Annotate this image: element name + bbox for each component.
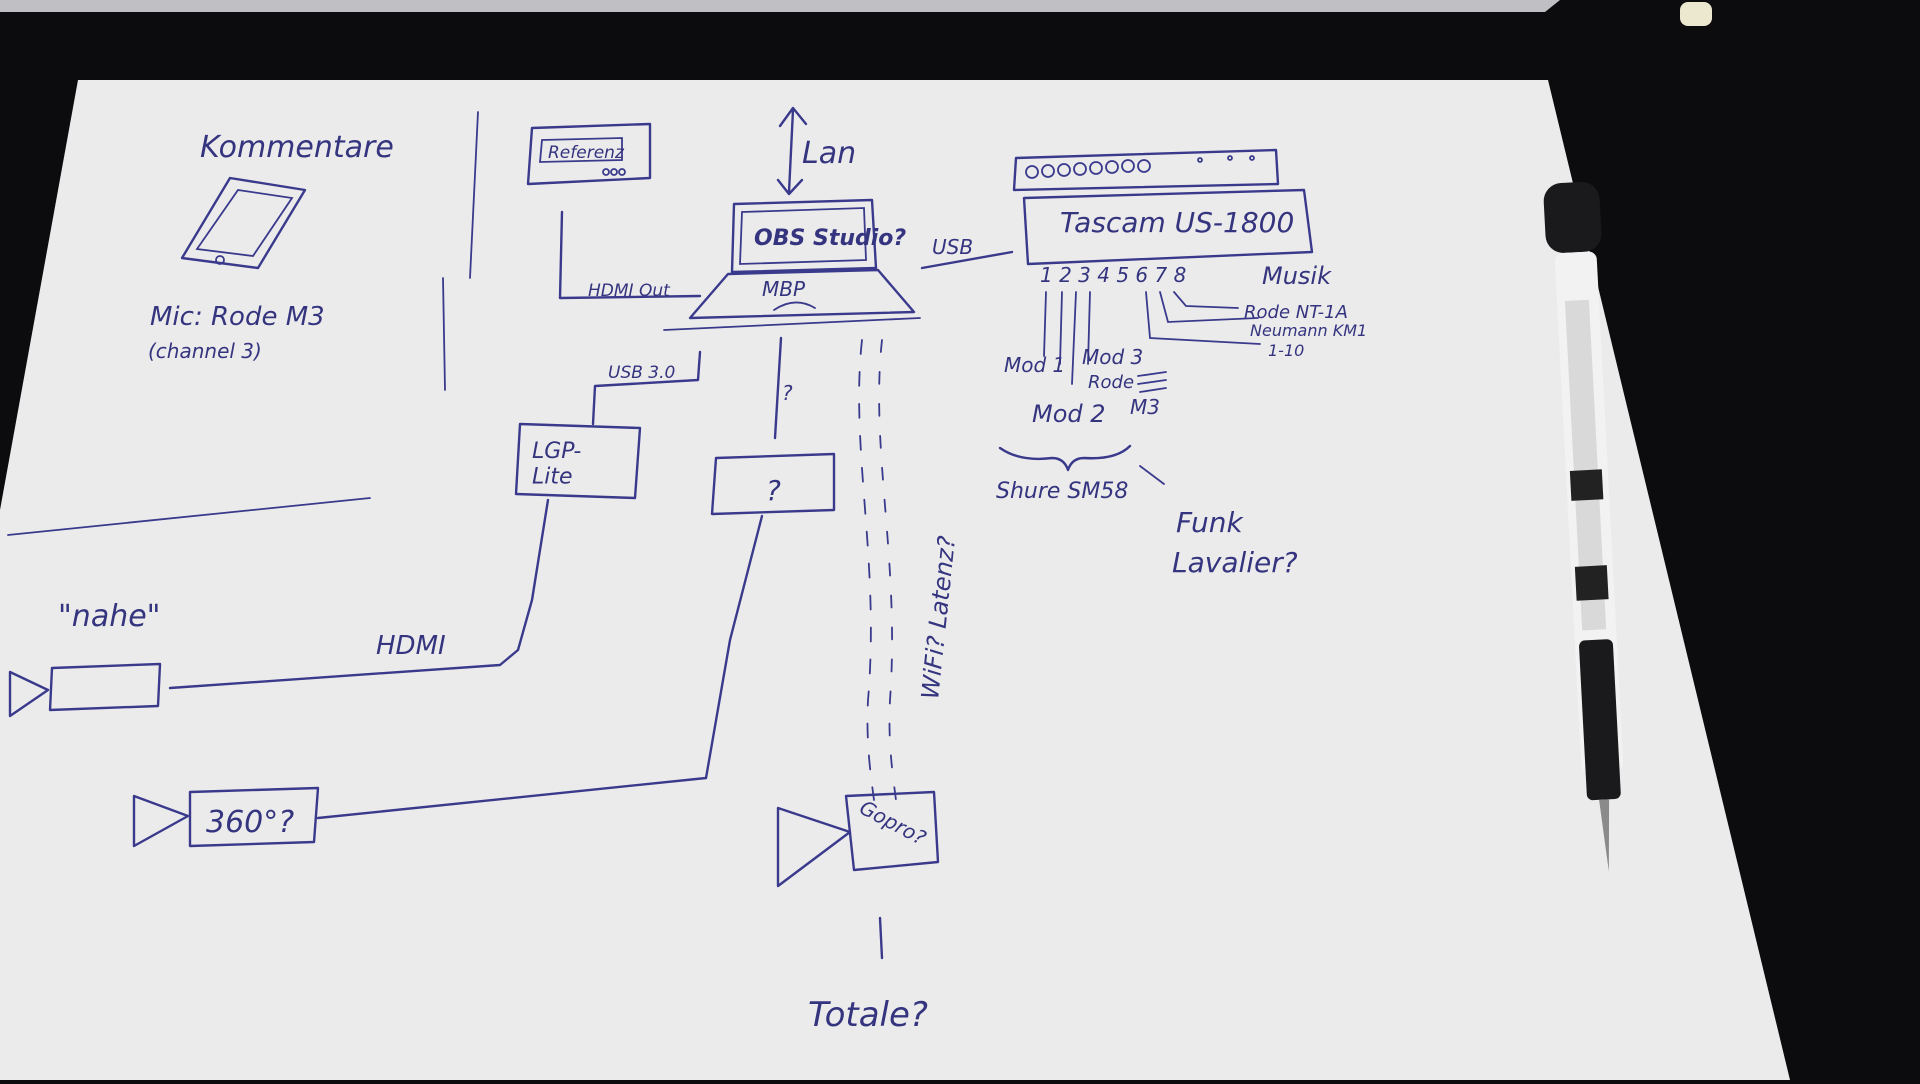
laptop-icon xyxy=(663,198,921,331)
usb30-line xyxy=(591,350,702,426)
reference-monitor xyxy=(526,122,652,186)
totale-line xyxy=(878,916,884,960)
usb30-label: USB 3.0 xyxy=(608,363,675,383)
rode-label: Rode xyxy=(1088,372,1134,393)
laptop-edge xyxy=(0,0,1560,12)
channel-numbers: 1 2 3 4 5 6 7 8 xyxy=(1040,263,1186,287)
tascam-label: Tascam US-1800 xyxy=(1060,206,1294,239)
input-rode-nt1a: Rode NT-1A xyxy=(1244,302,1348,323)
paper-sheet xyxy=(0,80,1790,1080)
input-neumann: Neumann KM1 xyxy=(1250,321,1367,340)
dotted-question-label: ? xyxy=(782,381,793,405)
channel-cables xyxy=(1043,291,1261,385)
lan-arrow xyxy=(776,106,808,196)
shure-brace xyxy=(998,444,1132,472)
pen-icon xyxy=(1543,181,1624,872)
camera-360 xyxy=(132,786,320,848)
obs-label: OBS Studio? xyxy=(754,226,906,251)
360-line xyxy=(316,514,764,820)
nahe-label: "nahe" xyxy=(58,599,160,634)
vertical-divider xyxy=(442,111,479,391)
funk-label: Funk xyxy=(1176,506,1244,539)
shure-label: Shure SM58 xyxy=(996,479,1128,504)
input-range: 1-10 xyxy=(1268,341,1304,360)
hdmi-label: HDMI xyxy=(376,631,446,661)
lavalier-label: Lavalier? xyxy=(1172,546,1298,579)
camera-gopro xyxy=(776,790,940,888)
lgp-lite-box xyxy=(514,422,642,500)
tascam-interface xyxy=(1012,148,1314,266)
lavalier-line xyxy=(1139,465,1165,485)
mod2-label: Mod 2 xyxy=(1032,400,1106,428)
mod1-label: Mod 1 xyxy=(1004,353,1065,377)
totale-label: Totale? xyxy=(808,995,928,1035)
channel-label: (channel 3) xyxy=(148,339,262,363)
kommentare-title: Kommentare xyxy=(200,130,394,165)
lgp-lite-label: LGP-Lite xyxy=(532,439,581,489)
usb-label: USB xyxy=(932,235,973,259)
hdmi-out-label: HDMI Out xyxy=(588,281,671,301)
hdmi-out-line xyxy=(558,210,702,300)
tablet-icon xyxy=(180,176,307,270)
wifi-dashed-link-2 xyxy=(878,339,897,801)
unknown-capture-box xyxy=(710,452,836,516)
dotted-question-line xyxy=(773,336,783,440)
m3-label: M3 xyxy=(1130,395,1160,419)
unknown-box-label: ? xyxy=(766,474,781,507)
cam360-label: 360°? xyxy=(206,805,294,840)
strikethrough-scribble xyxy=(1137,371,1167,393)
musik-label: Musik xyxy=(1262,262,1332,290)
lan-label: Lan xyxy=(802,136,856,171)
mod3-label: Mod 3 xyxy=(1082,345,1143,369)
hdmi-line-lgp xyxy=(168,498,550,690)
eraser-object xyxy=(1680,2,1712,26)
camera-nahe xyxy=(8,662,162,718)
horizontal-divider xyxy=(7,497,371,536)
mbp-label: MBP xyxy=(762,277,806,301)
reference-label: Referenz xyxy=(548,143,625,163)
usb-line xyxy=(920,250,1014,270)
mic-label: Mic: Rode M3 xyxy=(150,302,325,332)
wifi-dashed-link xyxy=(858,339,875,801)
